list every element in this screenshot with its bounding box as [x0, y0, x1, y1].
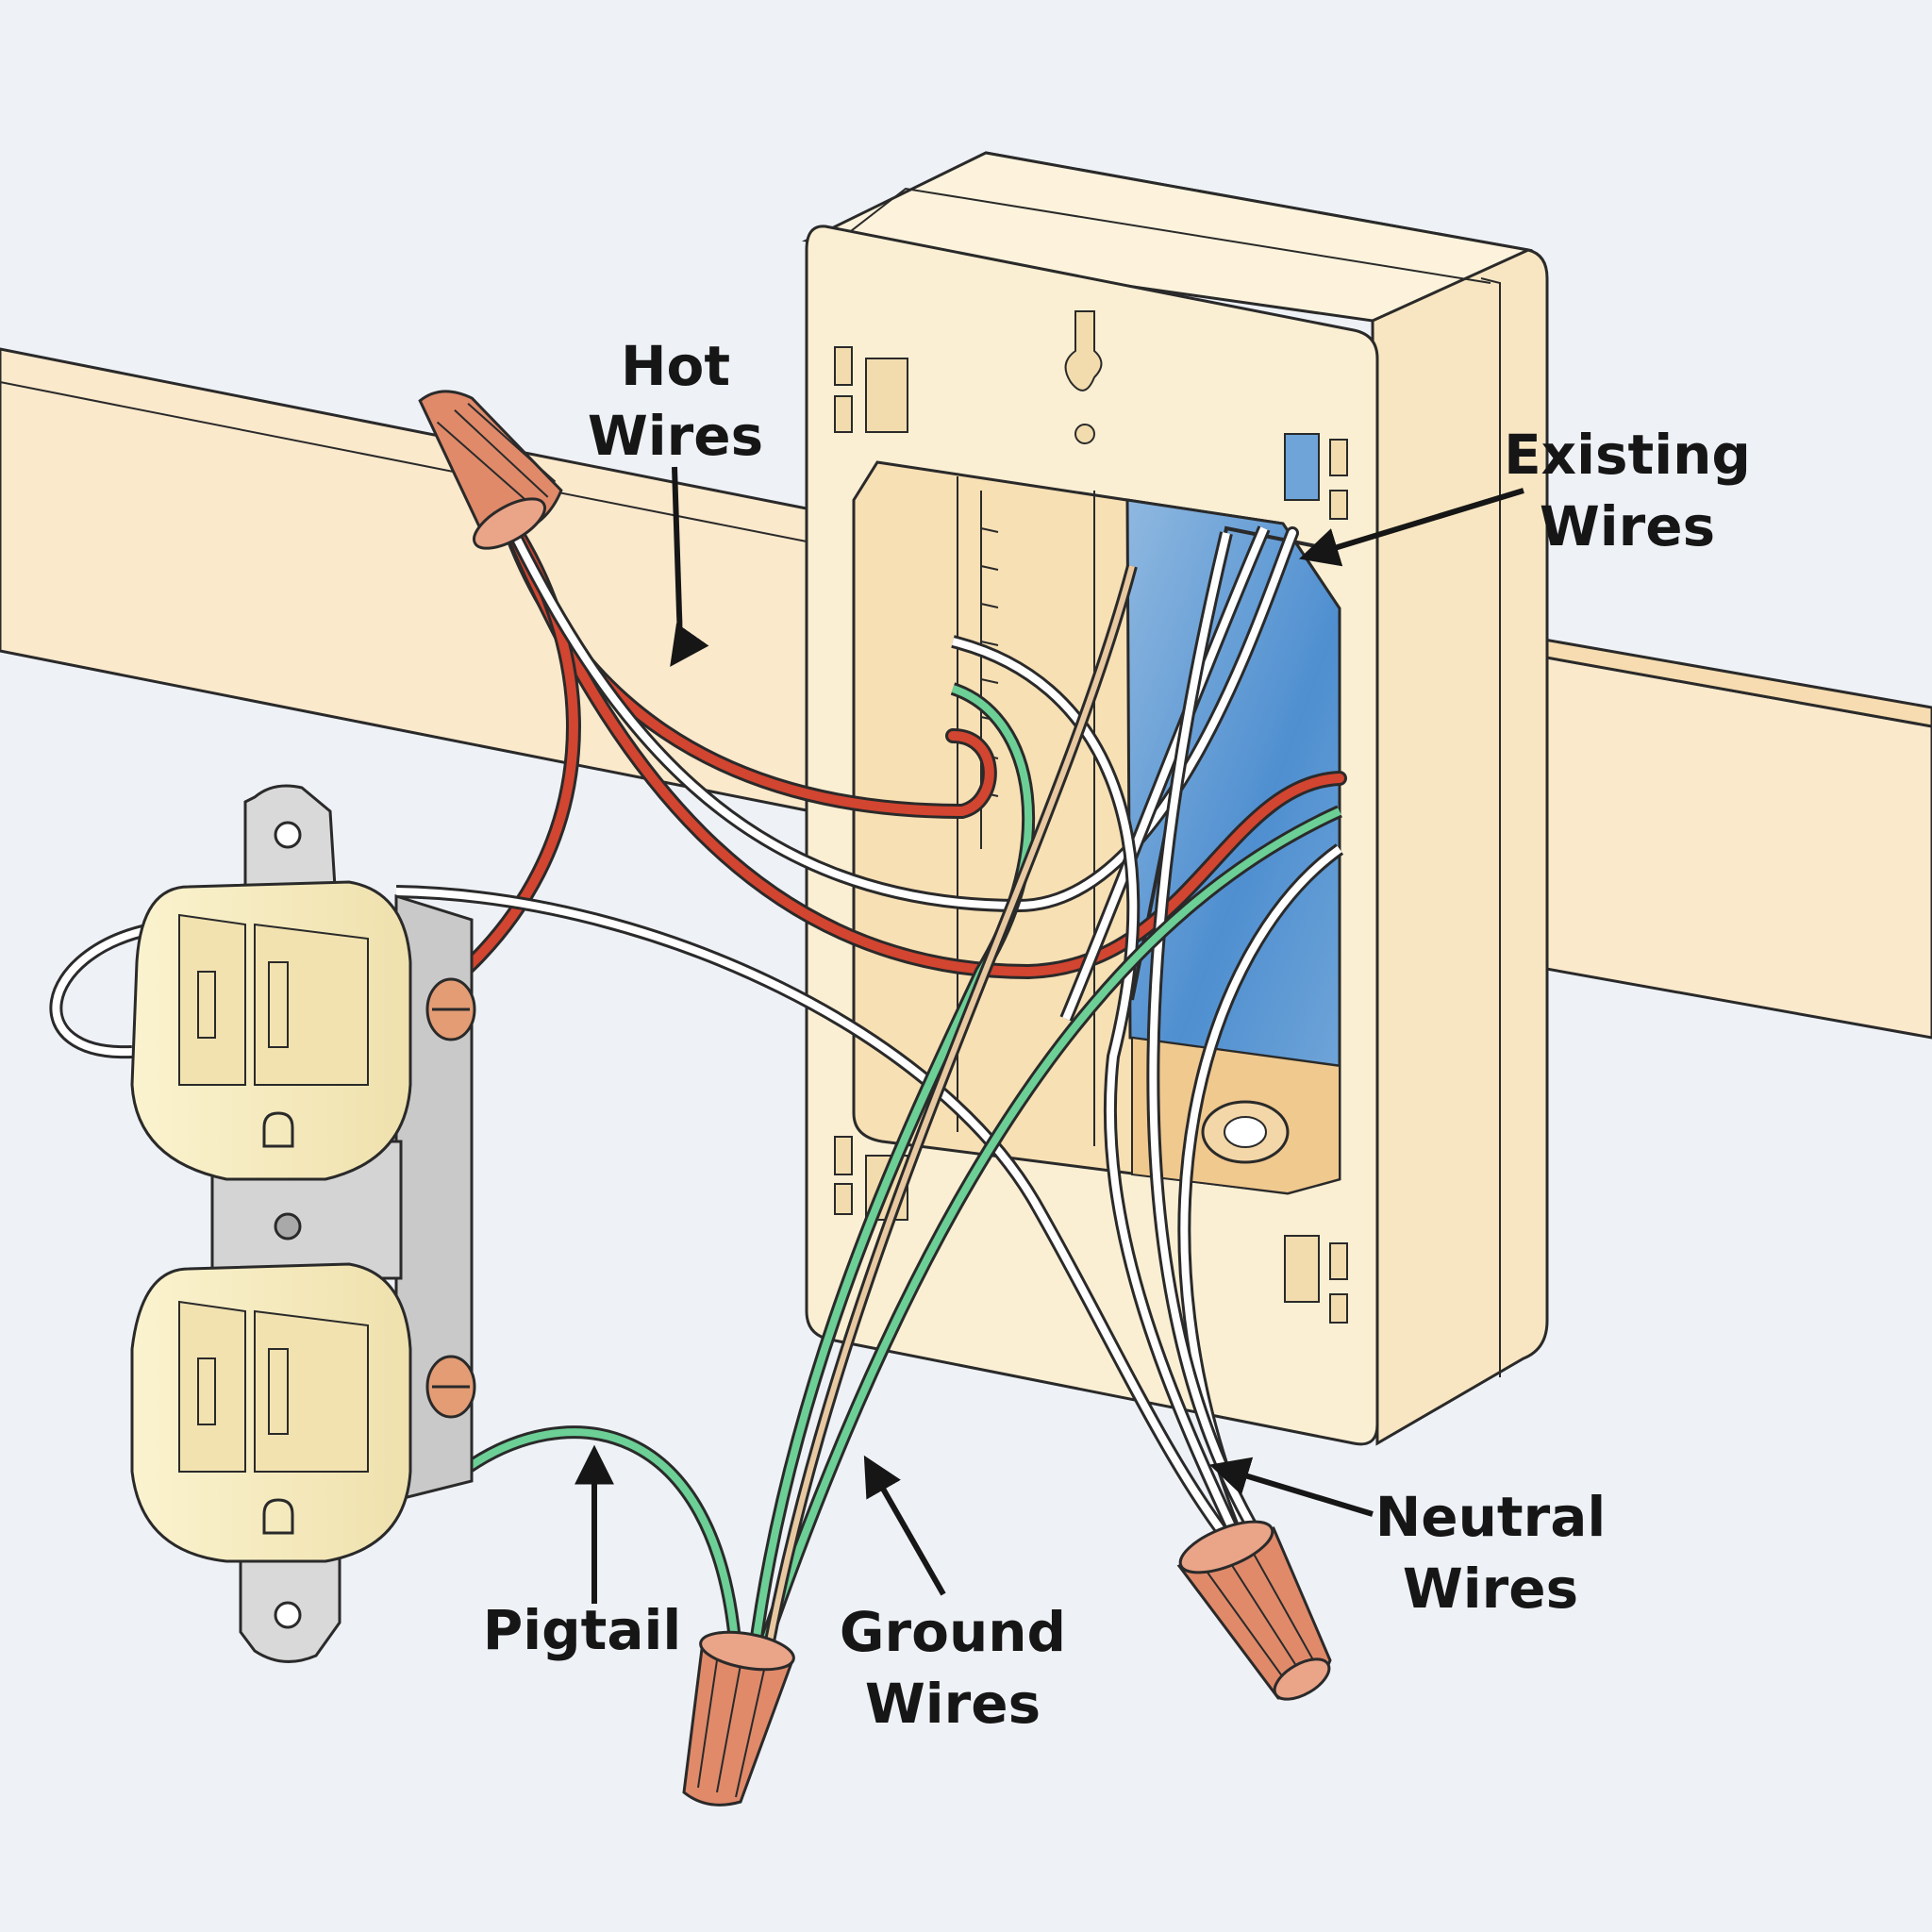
svg-text:Existing: Existing	[1504, 423, 1751, 487]
ground-wires	[458, 564, 1342, 1652]
right-stud	[1506, 635, 1932, 1040]
duplex-receptacle-icon	[130, 784, 476, 1663]
pigtail-label: Pigtail	[483, 1598, 682, 1662]
existing-wires-label: Existing Wires	[1504, 423, 1751, 558]
svg-text:Wires: Wires	[865, 1672, 1041, 1736]
svg-text:Ground: Ground	[840, 1600, 1066, 1664]
neutral-wires	[49, 508, 1344, 1566]
svg-text:Wires: Wires	[588, 404, 763, 468]
svg-text:Pigtail: Pigtail	[483, 1598, 682, 1662]
svg-text:Wires: Wires	[1403, 1557, 1578, 1621]
svg-text:Neutral: Neutral	[1375, 1485, 1607, 1549]
neutral-wires-label: Neutral Wires	[1375, 1485, 1607, 1621]
wire-nut-icon	[418, 390, 563, 550]
svg-text:Wires: Wires	[1540, 494, 1715, 558]
svg-text:Hot: Hot	[621, 334, 730, 398]
hot-wires-label: Hot Wires	[588, 334, 763, 468]
wire-nut-icon	[682, 1630, 795, 1807]
callout-arrow-icon	[575, 466, 1524, 1604]
ground-wires-label: Ground Wires	[840, 1600, 1066, 1736]
wire-nut-icon	[1176, 1520, 1332, 1701]
